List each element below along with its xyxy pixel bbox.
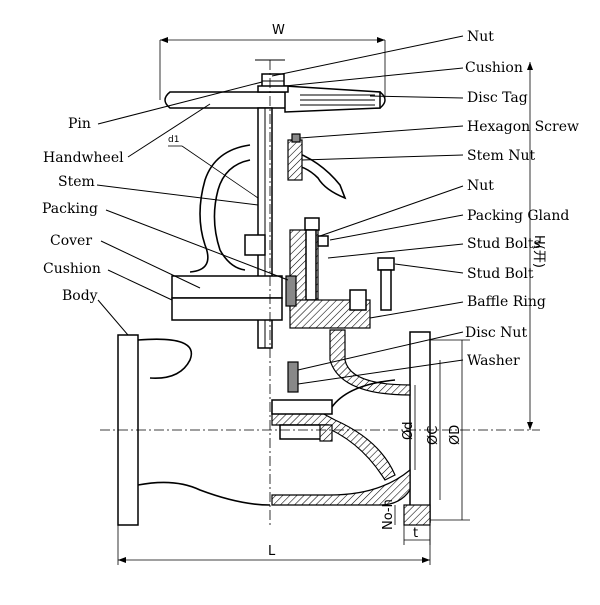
dim-t-label: t	[413, 526, 418, 541]
label-hexagon-screw: Hexagon Screw	[467, 119, 579, 135]
dim-l-label: L	[268, 544, 276, 559]
label-cushion-left: Cushion	[43, 261, 101, 277]
yoke-part	[189, 144, 347, 273]
handwheel-part	[164, 59, 386, 113]
dim-holes-label: No-h	[381, 499, 396, 530]
label-nut-top: Nut	[467, 29, 494, 45]
dimension-l: L	[117, 525, 431, 565]
label-washer: Washer	[467, 353, 520, 369]
dimension-diameters: Ød ØC ØD No-h t	[381, 339, 470, 545]
label-cover: Cover	[50, 233, 92, 249]
label-packing-gland: Packing Gland	[467, 208, 569, 224]
label-stem: Stem	[58, 174, 95, 190]
label-packing: Packing	[42, 201, 98, 217]
dim-dd-label: ØD	[448, 425, 463, 445]
disc-part	[271, 361, 333, 442]
dimension-d1: d1	[168, 135, 259, 199]
dim-c-label: ØC	[426, 426, 441, 445]
dim-h-label: H(开)	[531, 235, 546, 268]
cover-flange	[171, 275, 283, 321]
stem-nut-part	[287, 133, 303, 181]
leader-lines	[96, 35, 464, 385]
label-cushion-right: Cushion	[465, 60, 523, 76]
body-part	[117, 329, 431, 526]
label-disc-tag: Disc Tag	[467, 90, 528, 106]
dimension-w: W	[159, 23, 386, 100]
label-disc-nut: Disc Nut	[465, 325, 527, 341]
dim-d-label: Ød	[401, 422, 416, 440]
label-baffle-ring: Baffle Ring	[467, 294, 546, 310]
gland-part	[285, 217, 395, 329]
right-labels: Nut Cushion Disc Tag Hexagon Screw Stem …	[465, 29, 579, 369]
label-nut: Nut	[467, 178, 494, 194]
label-stud-bolt: Stud Bolt	[467, 266, 534, 282]
label-pin: Pin	[68, 116, 91, 132]
dimension-h: H(开)	[527, 62, 546, 430]
dim-d1-label: d1	[168, 135, 179, 145]
dim-w-label: W	[272, 23, 285, 38]
label-stem-nut: Stem Nut	[467, 148, 535, 164]
label-stud-bolts: Stud Bolts	[467, 236, 541, 252]
label-body: Body	[62, 288, 98, 304]
left-labels: Pin Handwheel Stem Packing Cover Cushion…	[42, 116, 124, 304]
label-handwheel: Handwheel	[43, 150, 124, 166]
